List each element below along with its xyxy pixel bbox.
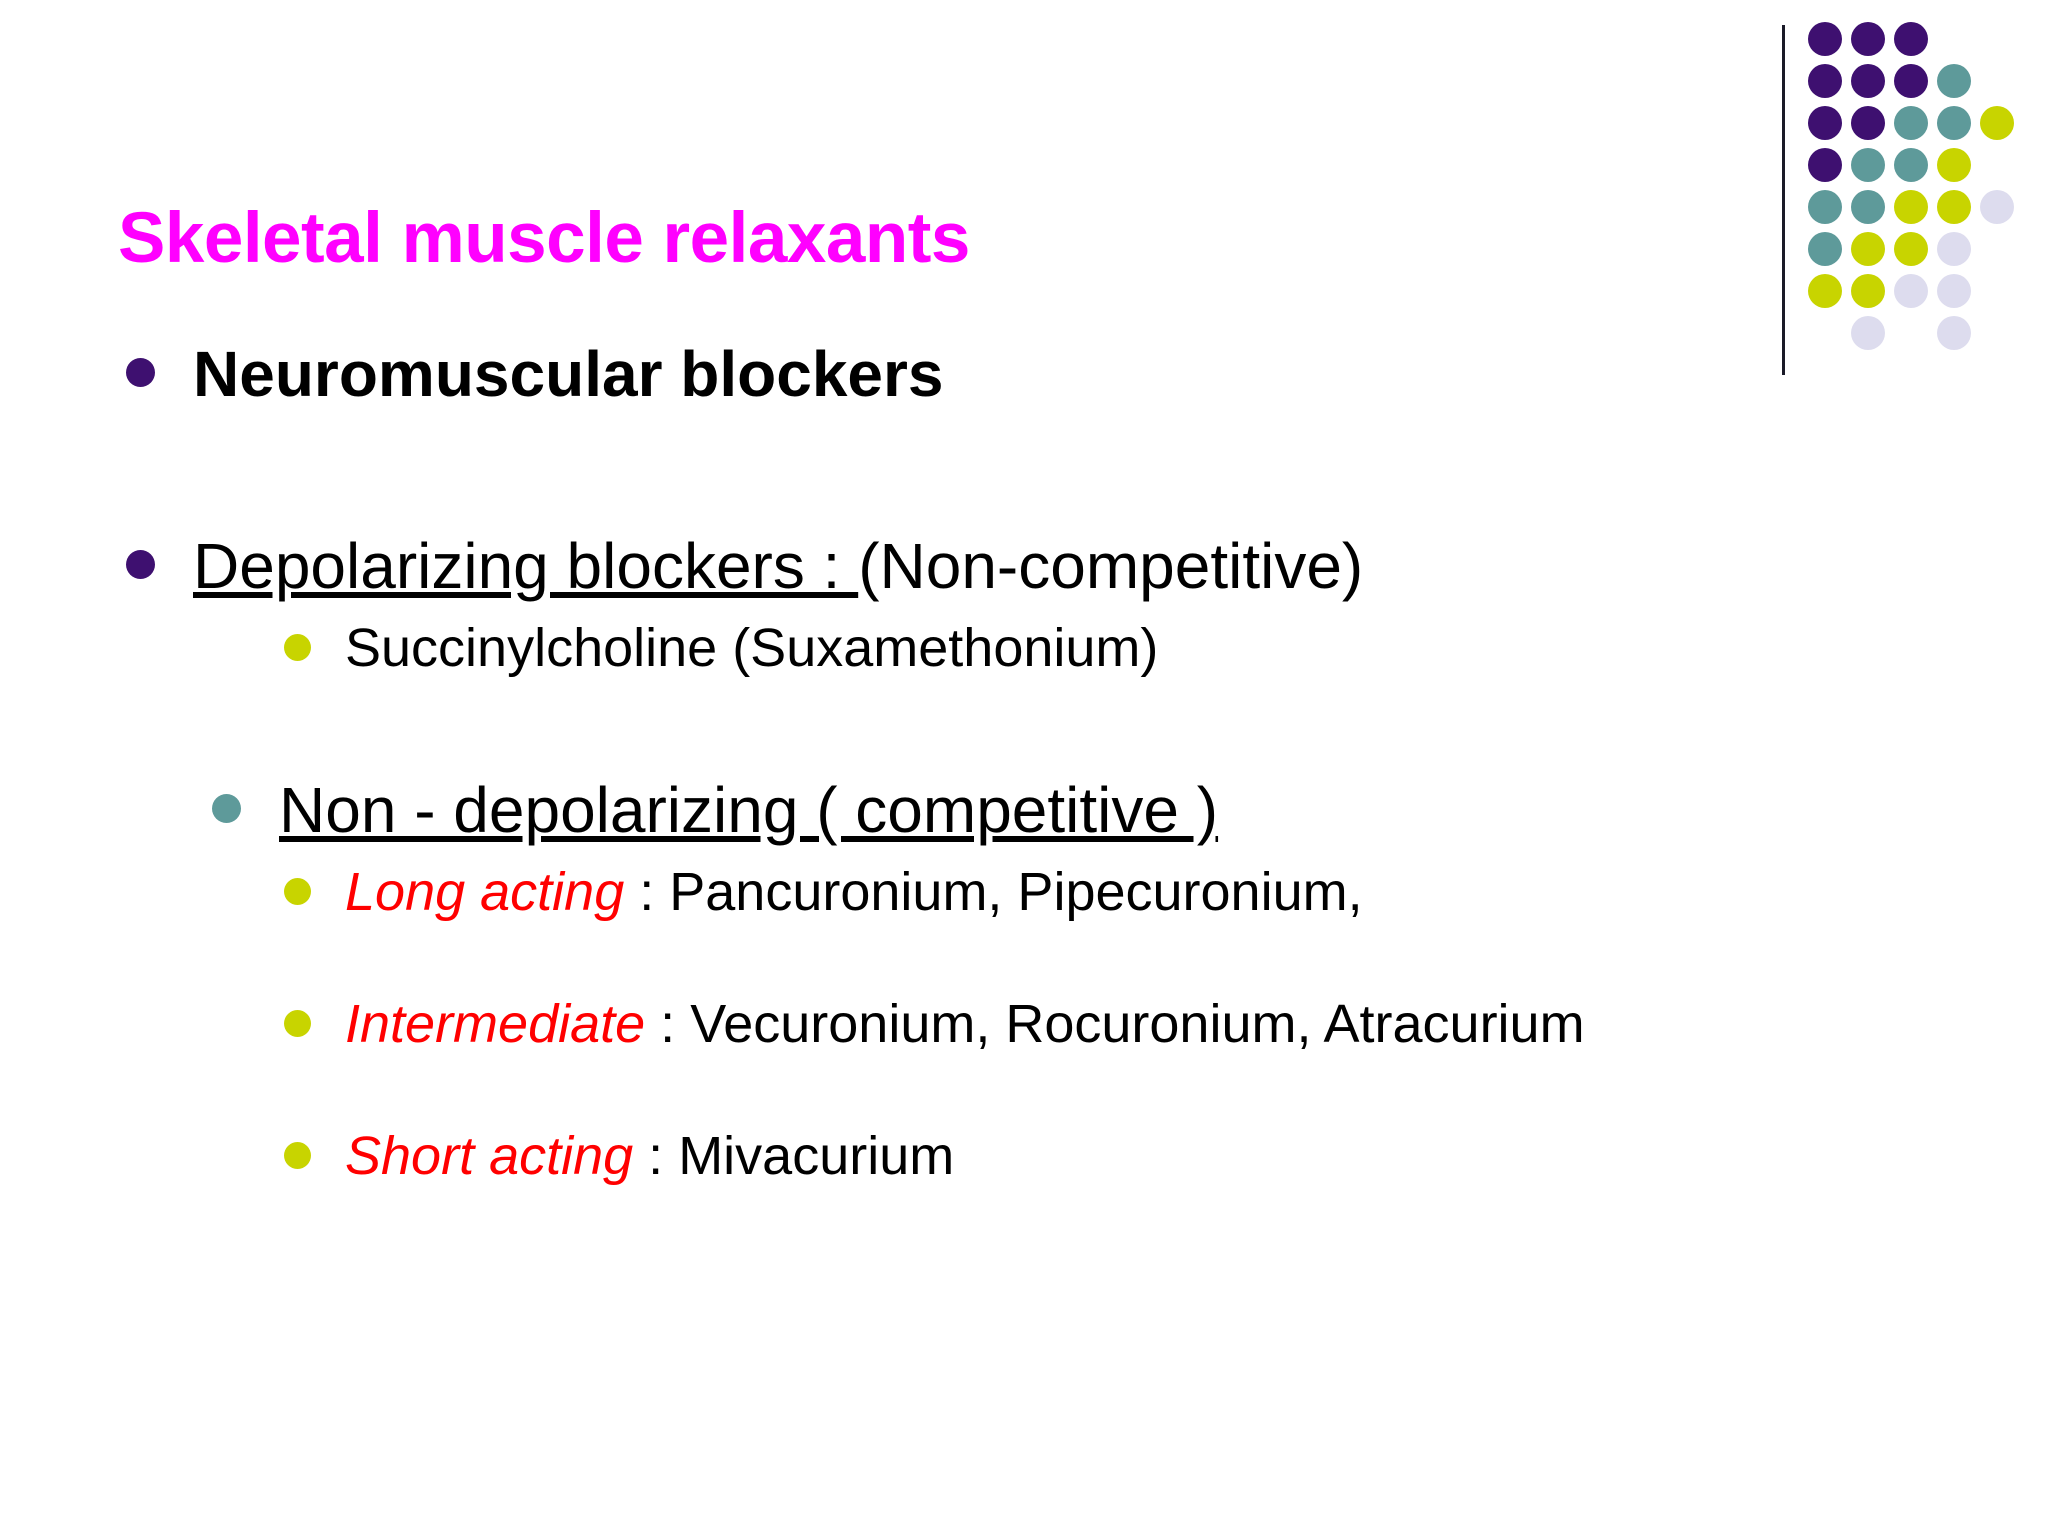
bullet-purple-icon bbox=[126, 358, 155, 387]
separator: : bbox=[645, 994, 691, 1054]
drug-names: Vecuronium, Rocuronium, Atracurium bbox=[690, 994, 1585, 1054]
drug-names: Mivacurium bbox=[678, 1126, 955, 1186]
dot-row bbox=[1808, 106, 2023, 148]
list-item-depolarizing-blockers: Depolarizing blockers : (Non-competitive… bbox=[0, 522, 2048, 610]
list-item-succinylcholine: Succinylcholine (Suxamethonium) bbox=[0, 610, 2048, 686]
bullet-purple-icon bbox=[126, 550, 155, 579]
list-item-label: Short acting : Mivacurium bbox=[345, 1118, 954, 1194]
spacer bbox=[0, 686, 2048, 766]
list-item-label: Depolarizing blockers : (Non-competitive… bbox=[193, 522, 1363, 610]
bullet-yellow-icon bbox=[284, 1142, 311, 1169]
dot-purple-icon bbox=[1808, 22, 1842, 56]
dot-purple-icon bbox=[1894, 22, 1928, 56]
bullet-yellow-icon bbox=[284, 878, 311, 905]
dot-lavender-icon bbox=[1851, 316, 1885, 350]
dot-row bbox=[1808, 232, 2023, 274]
dot-yellow-icon bbox=[1937, 148, 1971, 182]
dot-row bbox=[1808, 22, 2023, 64]
dot-teal-icon bbox=[1937, 64, 1971, 98]
vertical-rule-divider bbox=[1782, 25, 1785, 375]
bullet-yellow-icon bbox=[284, 634, 311, 661]
list-item-label: Neuromuscular blockers bbox=[193, 338, 944, 410]
separator: : bbox=[633, 1126, 679, 1186]
dot-purple-icon bbox=[1851, 22, 1885, 56]
duration-label: Intermediate bbox=[345, 994, 646, 1054]
duration-label: Long acting bbox=[345, 862, 625, 922]
spacer bbox=[0, 930, 2048, 986]
dot-purple-icon bbox=[1808, 148, 1842, 182]
page-title: Skeletal muscle relaxants bbox=[118, 199, 970, 278]
list-item-intermediate: Intermediate : Vecuronium, Rocuronium, A… bbox=[0, 986, 2048, 1062]
dot-yellow-icon bbox=[1851, 274, 1885, 308]
dot-teal-icon bbox=[1894, 106, 1928, 140]
spacer bbox=[0, 418, 2048, 522]
dot-purple-icon bbox=[1808, 106, 1842, 140]
drug-names: Pancuronium, Pipecuronium, bbox=[669, 862, 1363, 922]
list-item-non-depolarizing: Non - depolarizing ( competitive ) bbox=[0, 766, 2048, 854]
dot-yellow-icon bbox=[1894, 190, 1928, 224]
list-item-neuromuscular-blockers: Neuromuscular blockers bbox=[0, 330, 2048, 418]
list-item-label: Non - depolarizing ( competitive ) bbox=[279, 774, 1219, 846]
dot-lavender-icon bbox=[1937, 274, 1971, 308]
list-item-label: Intermediate : Vecuronium, Rocuronium, A… bbox=[345, 986, 1585, 1062]
slide-body: Neuromuscular blockers Depolarizing bloc… bbox=[0, 330, 2048, 1194]
dot-teal-icon bbox=[1808, 190, 1842, 224]
dot-lavender-icon bbox=[1980, 190, 2014, 224]
corner-decoration bbox=[1760, 0, 2048, 390]
dot-lavender-icon bbox=[1894, 274, 1928, 308]
dot-grid-motif bbox=[1808, 22, 2023, 358]
duration-label: Short acting bbox=[345, 1126, 634, 1186]
bullet-yellow-icon bbox=[284, 1010, 311, 1037]
dot-teal-icon bbox=[1851, 148, 1885, 182]
list-item-label: Long acting : Pancuronium, Pipecuronium, bbox=[345, 854, 1363, 930]
dot-row bbox=[1808, 274, 2023, 316]
bullet-teal-icon bbox=[212, 794, 241, 823]
dot-lavender-icon bbox=[1937, 232, 1971, 266]
dot-row bbox=[1808, 64, 2023, 106]
dot-purple-icon bbox=[1808, 64, 1842, 98]
separator: : bbox=[624, 862, 670, 922]
dot-purple-icon bbox=[1894, 64, 1928, 98]
depolarizing-plain-text: (Non-competitive) bbox=[858, 530, 1364, 602]
dot-row bbox=[1808, 148, 2023, 190]
dot-yellow-icon bbox=[1937, 190, 1971, 224]
dot-teal-icon bbox=[1808, 232, 1842, 266]
dot-teal-icon bbox=[1894, 148, 1928, 182]
dot-row bbox=[1808, 316, 2023, 358]
depolarizing-underlined-text: Depolarizing blockers : bbox=[193, 530, 859, 602]
dot-row bbox=[1808, 190, 2023, 232]
dot-purple-icon bbox=[1851, 64, 1885, 98]
dot-yellow-icon bbox=[1980, 106, 2014, 140]
dot-lavender-icon bbox=[1937, 316, 1971, 350]
dot-yellow-icon bbox=[1894, 232, 1928, 266]
dot-purple-icon bbox=[1851, 106, 1885, 140]
list-item-short-acting: Short acting : Mivacurium bbox=[0, 1118, 2048, 1194]
dot-teal-icon bbox=[1851, 190, 1885, 224]
spacer bbox=[0, 1062, 2048, 1118]
list-item-long-acting: Long acting : Pancuronium, Pipecuronium, bbox=[0, 854, 2048, 930]
list-item-label: Succinylcholine (Suxamethonium) bbox=[345, 618, 1159, 678]
dot-teal-icon bbox=[1937, 106, 1971, 140]
dot-yellow-icon bbox=[1851, 232, 1885, 266]
dot-yellow-icon bbox=[1808, 274, 1842, 308]
